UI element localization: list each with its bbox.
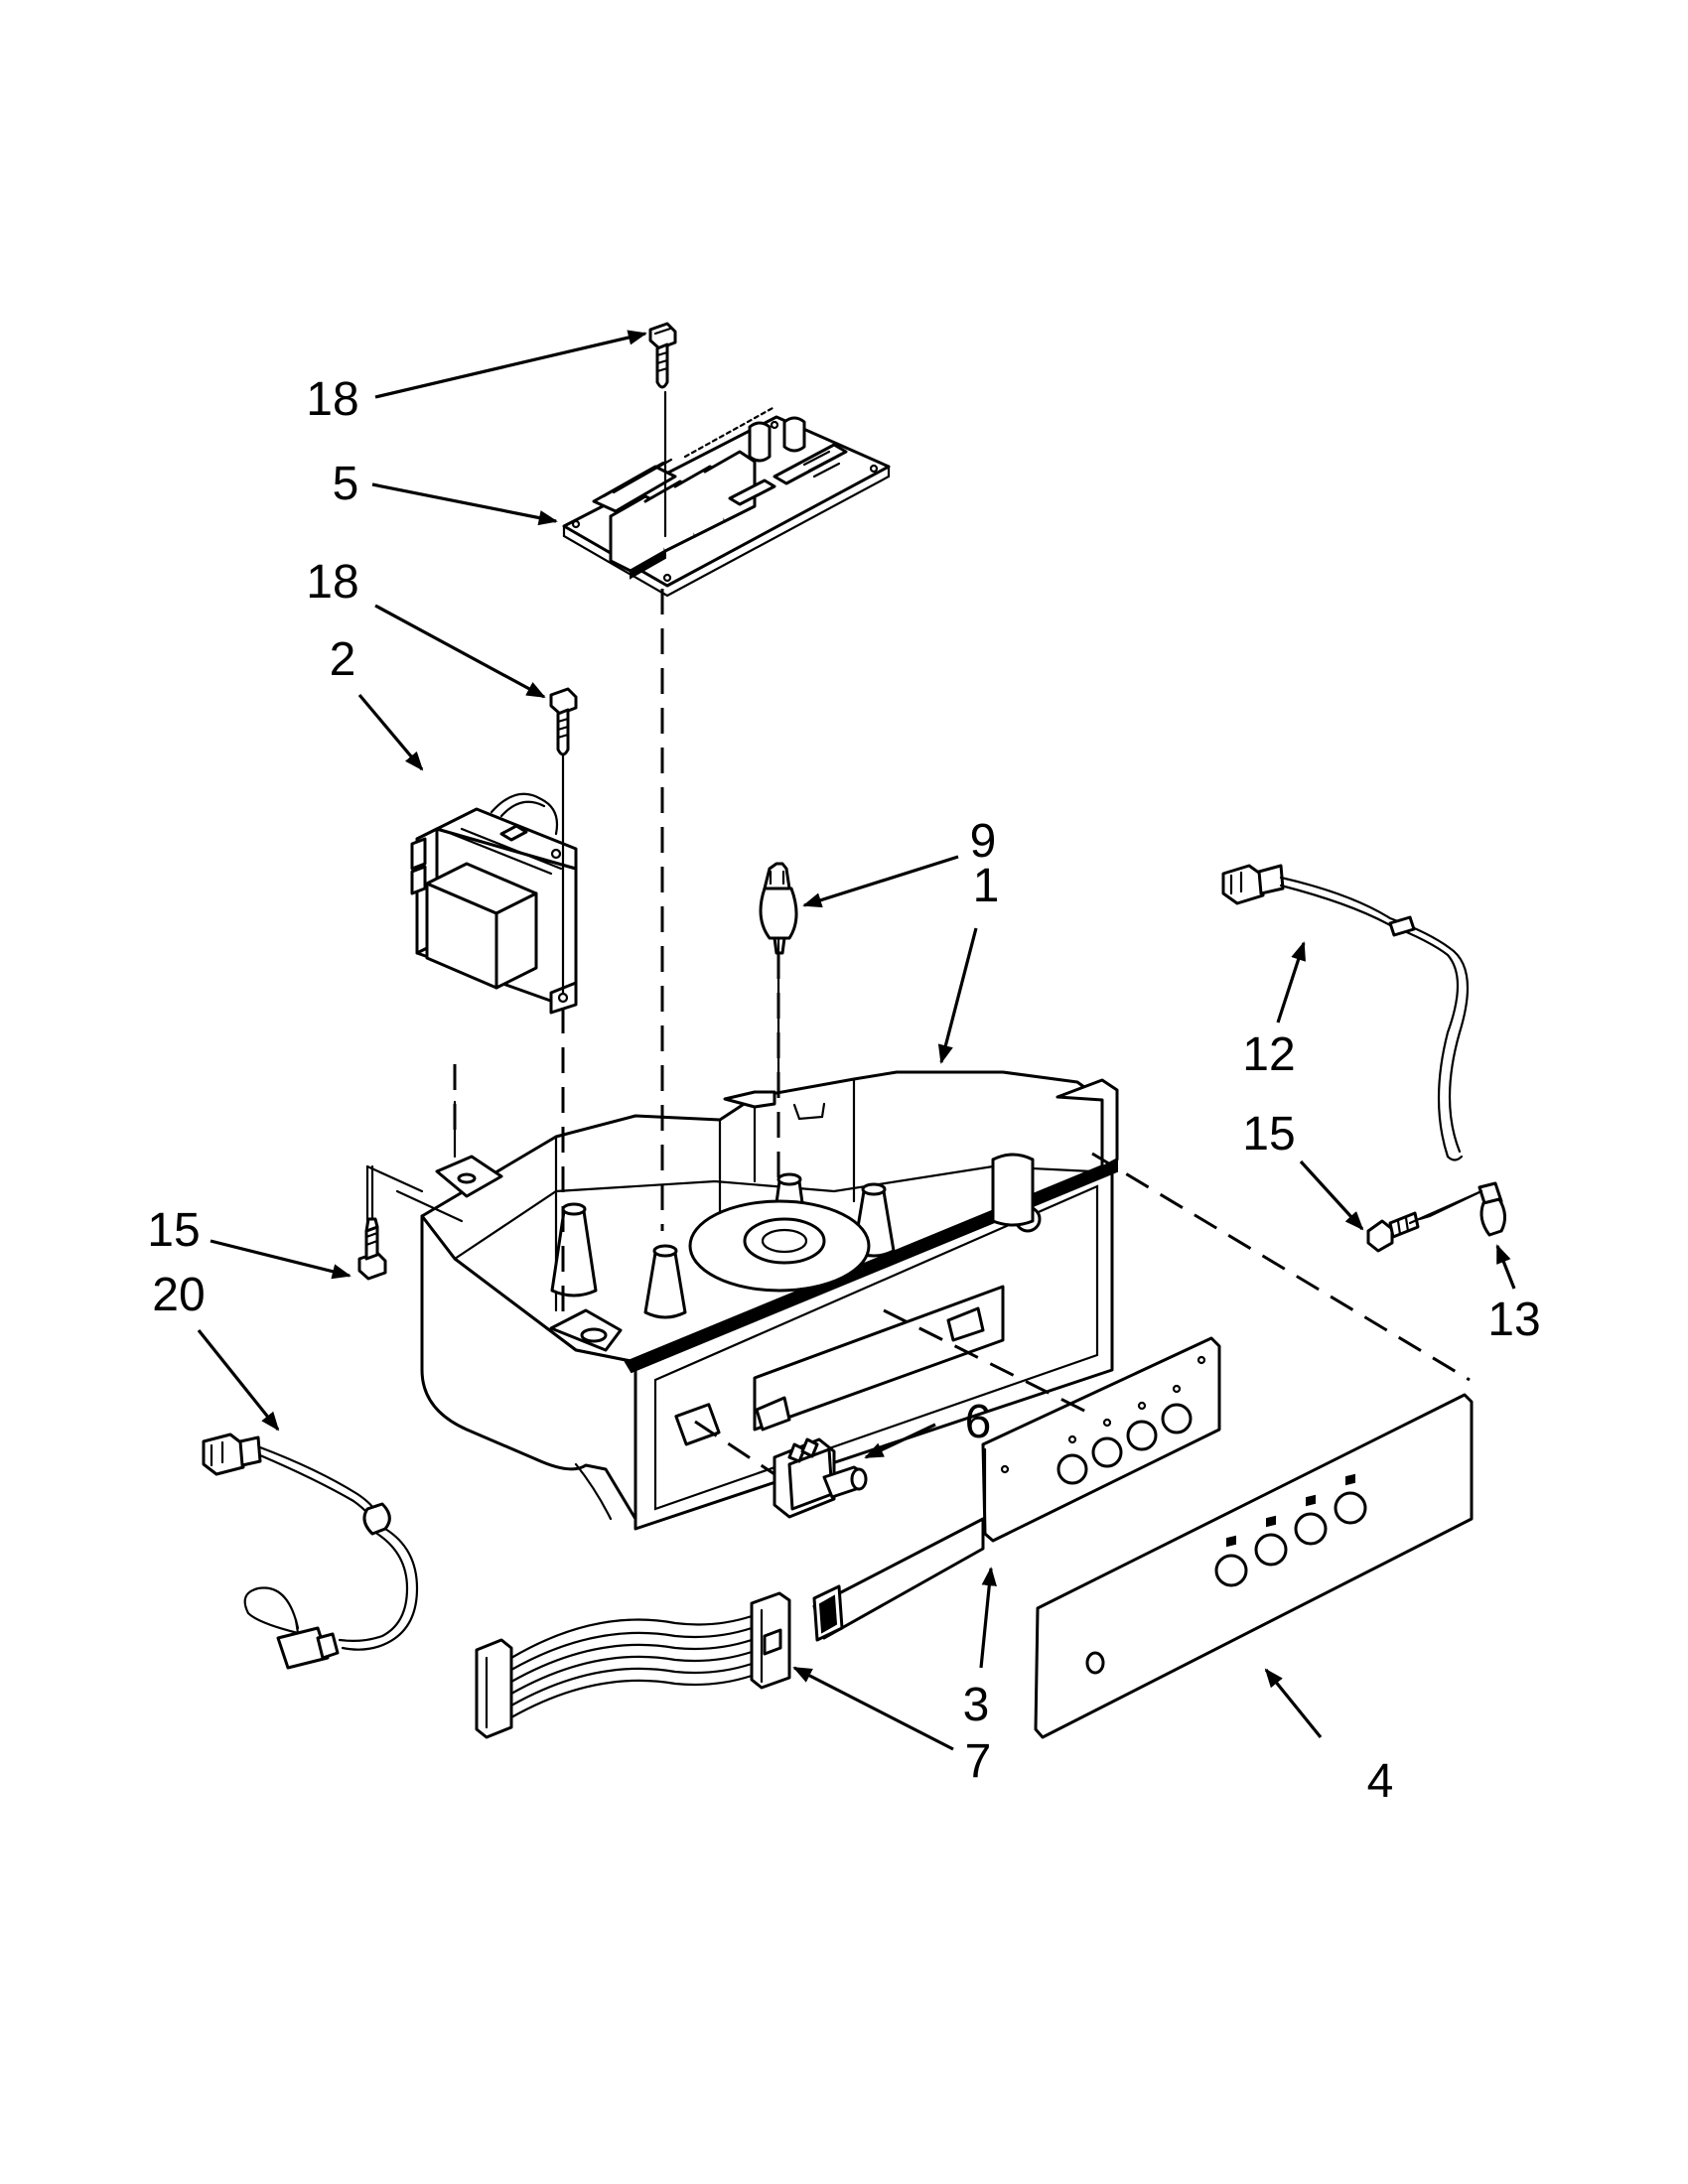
- callout-12: 12: [1242, 1028, 1295, 1081]
- assembly-lines: [370, 390, 1483, 1476]
- callout-4: 4: [1367, 1755, 1394, 1808]
- callout-15-left: 15: [147, 1204, 200, 1257]
- thermistor-part: [1418, 1181, 1506, 1237]
- callout-20: 20: [152, 1269, 205, 1321]
- keypad-board-part: [812, 1336, 1221, 1642]
- wire-harness-right-part: [1221, 864, 1470, 1161]
- callout-1: 1: [973, 860, 1000, 912]
- callout-2: 2: [330, 633, 356, 686]
- lamp-socket-part: [759, 862, 798, 955]
- overlay-panel-part: [1034, 1393, 1474, 1739]
- callout-6: 6: [965, 1396, 992, 1448]
- callout-18-transformer: 18: [306, 556, 358, 609]
- callout-leaders: [197, 330, 1516, 1751]
- callout-13: 13: [1487, 1294, 1540, 1346]
- screw-transformer-part: [549, 687, 578, 756]
- transformer-part: [410, 792, 578, 1015]
- sensor-harness-left-part: [202, 1433, 419, 1670]
- callout-labels: 18 5 18 2 9 1 12 15 13 15 20 6 3 7 4: [147, 373, 1540, 1808]
- screw-right-part: [1366, 1211, 1420, 1253]
- ribbon-harness-part: [475, 1591, 791, 1739]
- screw-left-part: [357, 1217, 387, 1281]
- housing-part: [365, 1070, 1119, 1531]
- callout-5: 5: [333, 458, 359, 510]
- screw-top-part: [648, 322, 677, 389]
- callout-9: 9: [970, 815, 997, 868]
- callout-18-top: 18: [306, 373, 358, 426]
- callout-3: 3: [963, 1679, 990, 1731]
- callout-15-right: 15: [1242, 1108, 1295, 1160]
- callout-7: 7: [965, 1735, 992, 1788]
- control-board-part: [562, 405, 891, 598]
- door-switch-part: [773, 1437, 868, 1519]
